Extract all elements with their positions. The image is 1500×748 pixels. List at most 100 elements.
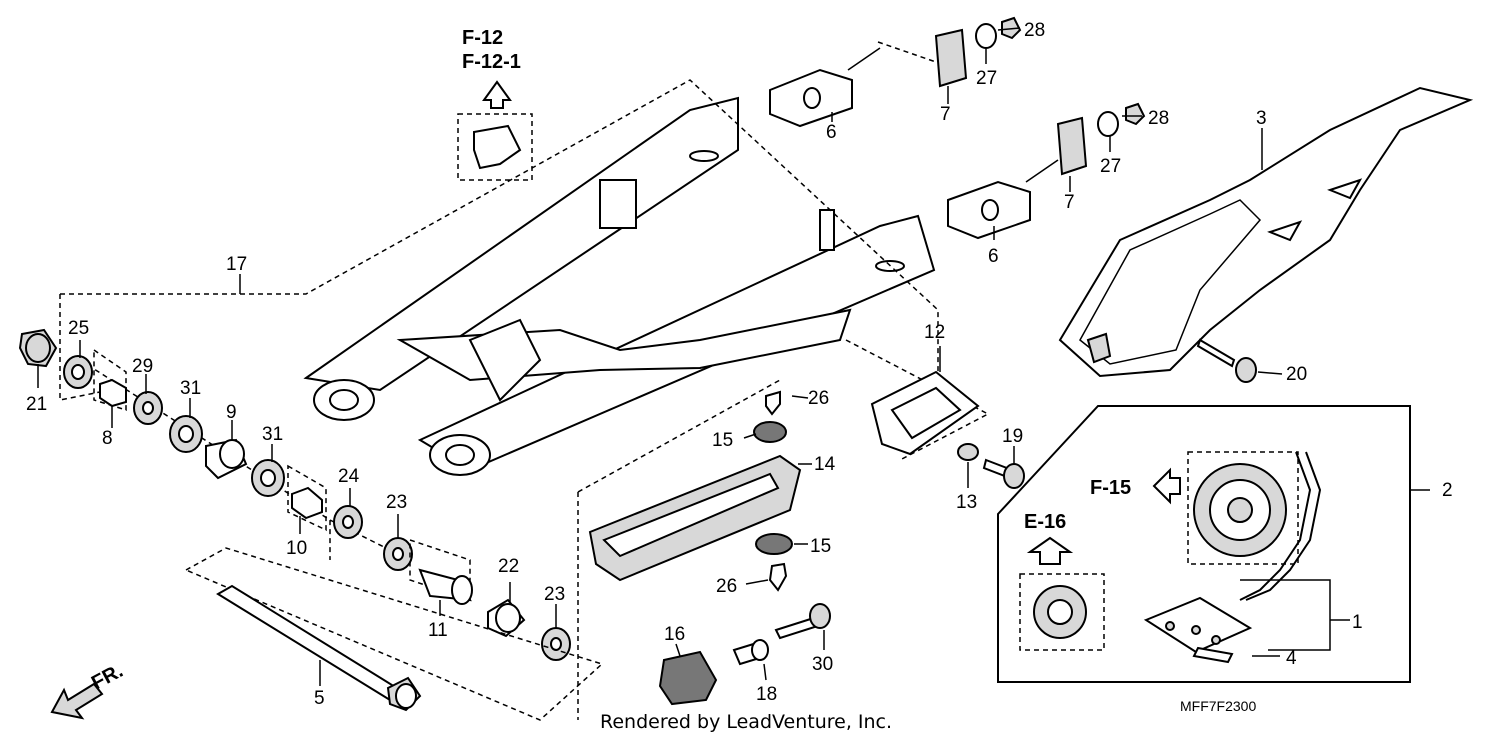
callout-14: 14 (814, 454, 836, 475)
arrow-left-icon (1152, 467, 1181, 505)
bearing-23-part[interactable] (383, 537, 413, 571)
render-credit: Rendered by LeadVenture, Inc. (600, 711, 893, 733)
ref-e16-sprocket-box (1019, 573, 1105, 651)
callout-3: 3 (1256, 108, 1267, 129)
washer-29-part[interactable] (133, 391, 163, 425)
callout-28a: 28 (1024, 20, 1045, 41)
ref-f12-bracket-box (457, 113, 533, 181)
callout-10: 10 (286, 538, 307, 559)
callout-16: 16 (664, 624, 685, 645)
ref-f15-label: F-15 (1090, 477, 1131, 499)
arrow-up-icon (482, 80, 512, 109)
spacer-11-part[interactable] (418, 568, 473, 605)
ref-e16-label: E-16 (1024, 511, 1066, 533)
screw-26b-part[interactable] (768, 562, 788, 592)
bolt-19-part[interactable] (982, 458, 1025, 489)
ref-e16-group[interactable]: E-16 (1019, 511, 1105, 651)
spacer-9-part[interactable] (205, 438, 248, 480)
chain-case-3-part[interactable] (1058, 86, 1474, 378)
callout-2: 2 (1442, 480, 1453, 501)
adjuster-6b-part[interactable] (947, 159, 1059, 240)
seal-24-part[interactable] (333, 505, 363, 539)
callout-7a: 7 (940, 104, 951, 125)
callout-numbers: 1 2 3 4 5 6 6 7 7 8 9 10 11 12 13 14 15 … (26, 20, 1453, 709)
callout-5: 5 (314, 688, 325, 709)
callout-1: 1 (1352, 612, 1363, 633)
collar-10-part[interactable] (291, 486, 323, 520)
callout-27b: 27 (1100, 156, 1121, 177)
nut-28b-part[interactable] (1125, 102, 1146, 126)
collar-22-part[interactable] (487, 598, 526, 638)
ref-f12-group[interactable]: F-12 F-12-1 (457, 27, 533, 181)
bearing-31-part[interactable] (169, 415, 203, 453)
drive-kit-bracket (997, 405, 1411, 683)
seal-25-part[interactable] (63, 355, 93, 389)
callout-8: 8 (102, 428, 113, 449)
adjuster-plate-7b-part[interactable] (1056, 116, 1088, 176)
chain-guide-12-part[interactable] (870, 370, 980, 456)
callout-24: 24 (338, 466, 360, 487)
callout-20: 20 (1286, 364, 1307, 385)
rear-sprocket-part (1193, 463, 1287, 557)
callout-31a: 31 (180, 378, 201, 399)
callout-4: 4 (1286, 648, 1297, 669)
callout-15a: 15 (712, 430, 733, 451)
ref-f15-group[interactable]: F-15 (1090, 451, 1299, 565)
callout-11: 11 (428, 620, 448, 641)
bearing-23b-part[interactable] (541, 627, 571, 661)
callout-17: 17 (226, 254, 247, 275)
screw-26-part[interactable] (765, 390, 781, 416)
callout-26b: 26 (716, 576, 737, 597)
callout-13: 13 (956, 492, 977, 513)
callout-9: 9 (226, 402, 237, 423)
ref-f12-1-label: F-12-1 (462, 51, 521, 73)
rubber-15b-part[interactable] (755, 533, 793, 555)
bracket-part (473, 124, 522, 170)
ref-f12-label: F-12 (462, 27, 503, 49)
rubber-15-part[interactable] (753, 421, 787, 443)
swingarm-part[interactable] (303, 96, 936, 476)
callout-6b: 6 (988, 246, 999, 267)
callout-19: 19 (1002, 426, 1023, 447)
callout-30: 30 (812, 654, 833, 675)
leader-lines (37, 27, 1350, 686)
nut-27b-part[interactable] (1097, 111, 1119, 137)
callout-6a: 6 (826, 122, 837, 143)
callout-22: 22 (498, 556, 519, 577)
front-arrow-icon (50, 682, 104, 720)
ref-f15-sprocket-box (1187, 451, 1299, 565)
collar-13-part[interactable] (957, 443, 979, 461)
callout-25: 25 (68, 318, 89, 339)
pivot-bolt-bracket (185, 547, 604, 721)
callout-26a: 26 (808, 388, 829, 409)
adjuster-plate-7-part[interactable] (934, 28, 968, 88)
nut-27-part[interactable] (975, 23, 997, 49)
callout-18: 18 (756, 684, 777, 705)
cover-16-part[interactable] (658, 650, 718, 706)
adjuster-6-part[interactable] (769, 47, 881, 128)
nut-21-part[interactable] (18, 328, 58, 368)
nut-28-part[interactable] (1001, 16, 1022, 40)
callout-12: 12 (924, 322, 945, 343)
drive-chain-1-part[interactable] (1239, 451, 1331, 651)
callout-28b: 28 (1148, 108, 1169, 129)
callout-21: 21 (26, 394, 47, 415)
pivot-bolt-5-part[interactable] (216, 584, 422, 712)
master-link-4-part[interactable] (1143, 596, 1253, 664)
collar-8-part[interactable] (99, 378, 127, 408)
callout-29: 29 (132, 356, 153, 377)
bearing-31b-part[interactable] (251, 459, 285, 497)
diagram-code: MFF7F2300 (1180, 698, 1257, 714)
bolt-20-part[interactable] (1196, 338, 1257, 383)
chain-slider-14-part[interactable] (588, 454, 802, 582)
front-direction-group: FR. (50, 660, 127, 720)
arrow-up-icon (1026, 536, 1074, 565)
front-sprocket-part (1033, 585, 1087, 639)
bolt-18-part[interactable] (732, 639, 769, 666)
bolt-30-part[interactable] (774, 603, 831, 640)
callout-7b: 7 (1064, 192, 1075, 213)
callout-31b: 31 (262, 424, 283, 445)
callout-27a: 27 (976, 68, 997, 89)
callout-23b: 23 (544, 584, 565, 605)
